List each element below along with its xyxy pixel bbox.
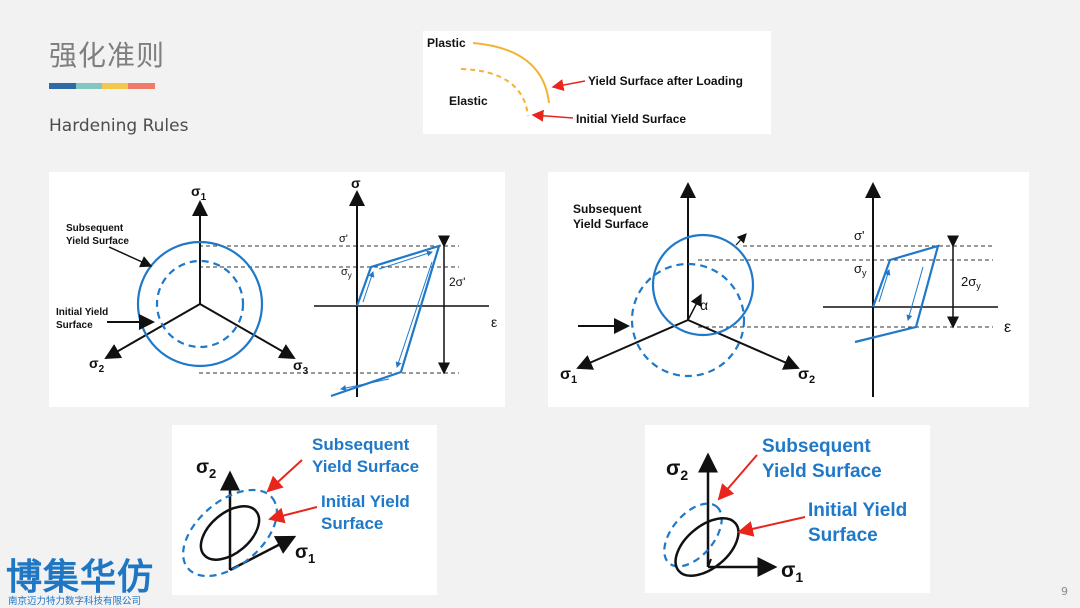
two-sigma-y-label: 2σy xyxy=(961,274,981,291)
kin2d-subsequent-1: Subsequent xyxy=(762,436,871,457)
k-subsequent-label-1: Subsequent xyxy=(573,202,642,216)
subsequent-label-1: Subsequent xyxy=(66,223,124,234)
stripe-blue xyxy=(49,83,76,89)
after-loading-pointer xyxy=(551,79,586,91)
isotropic-loop xyxy=(330,244,441,398)
alpha-label: α xyxy=(700,297,708,313)
kin2d-subsequent-ellipse xyxy=(674,517,740,577)
kin2d-subsequent-2: Yield Surface xyxy=(762,461,882,482)
kinematic-loop xyxy=(854,244,940,344)
initial-label-1: Initial Yield xyxy=(56,307,108,318)
isotropic-panel: σ1 σ2 σ3 Subsequent Yield Surface Initia… xyxy=(49,172,505,407)
initial-label-2: Surface xyxy=(56,320,93,331)
stripe-yellow xyxy=(102,83,128,89)
iso2d-sigma1-label: σ1 xyxy=(295,542,315,566)
iso2d-initial-ellipse xyxy=(199,505,261,561)
iso2d-sigma2-label: σ2 xyxy=(196,457,216,481)
iso2d-subsequent-2: Yield Surface xyxy=(312,457,419,476)
brand-company: 南京迈力特力数字科技有限公司 xyxy=(8,596,142,607)
kin2d-sigma2-label: σ2 xyxy=(666,457,688,483)
k-epsilon-label: ε xyxy=(1004,319,1011,336)
initial-arc xyxy=(460,68,529,117)
epsilon-label: ε xyxy=(491,314,497,330)
after-loading-label: Yield Surface after Loading xyxy=(588,74,743,88)
stripe-teal xyxy=(76,83,102,89)
sigma2-label: σ2 xyxy=(89,355,105,375)
slide-subtitle: Hardening Rules xyxy=(49,116,189,136)
subsequent-label-2: Yield Surface xyxy=(66,236,129,247)
kinematic-panel: α Subsequent Yield Surface σ1 σ2 ε σ' σy… xyxy=(548,172,1029,407)
two-sigma-prime-label: 2σ' xyxy=(449,275,465,289)
initial-circle xyxy=(155,259,245,349)
k-sigma2-label: σ2 xyxy=(798,366,815,386)
page-number: 9 xyxy=(1061,585,1068,598)
iso2d-panel: σ2 σ1 Subsequent Yield Surface Initial Y… xyxy=(172,425,437,595)
after-loading-arc xyxy=(472,42,550,104)
kin2d-initial-2: Surface xyxy=(808,525,878,546)
initial-pointer xyxy=(531,109,574,122)
plastic-label: Plastic xyxy=(427,36,466,50)
kin2d-initial-1: Initial Yield xyxy=(808,500,907,521)
sigma-y-label: σy xyxy=(341,266,352,280)
kinematic-initial-circle xyxy=(630,262,746,378)
stripe-red xyxy=(128,83,155,89)
k-subsequent-label-2: Yield Surface xyxy=(573,217,649,231)
brand-logo-text: 博集华仿 xyxy=(6,557,155,598)
iso2d-initial-2: Surface xyxy=(321,514,383,533)
k-sigma-prime-label: σ' xyxy=(854,228,865,243)
legend-panel: Plastic Elastic Yield Surface after Load… xyxy=(423,31,771,134)
kinematic-subsequent-circle xyxy=(651,233,755,337)
kin2d-sigma1-label: σ1 xyxy=(781,559,803,585)
kin2d-panel: σ2 σ1 Subsequent Yield Surface Initial Y… xyxy=(645,425,930,593)
iso2d-subsequent-1: Subsequent xyxy=(312,435,410,454)
kin2d-initial-ellipse xyxy=(663,502,723,568)
initial-label: Initial Yield Surface xyxy=(576,112,686,126)
subsequent-circle xyxy=(136,240,264,368)
k-sigma-y-label: σy xyxy=(854,261,867,278)
elastic-label: Elastic xyxy=(449,94,488,108)
sigma1-label: σ1 xyxy=(191,183,207,203)
iso2d-initial-1: Initial Yield xyxy=(321,492,410,511)
slide-title: 强化准则 xyxy=(49,39,166,72)
sigma-axis-label: σ xyxy=(351,175,361,191)
sigma3-label: σ3 xyxy=(293,357,309,377)
k-sigma1-label: σ1 xyxy=(560,366,577,386)
iso2d-subsequent-ellipse xyxy=(182,488,278,578)
sigma-prime-label: σ' xyxy=(339,233,348,245)
